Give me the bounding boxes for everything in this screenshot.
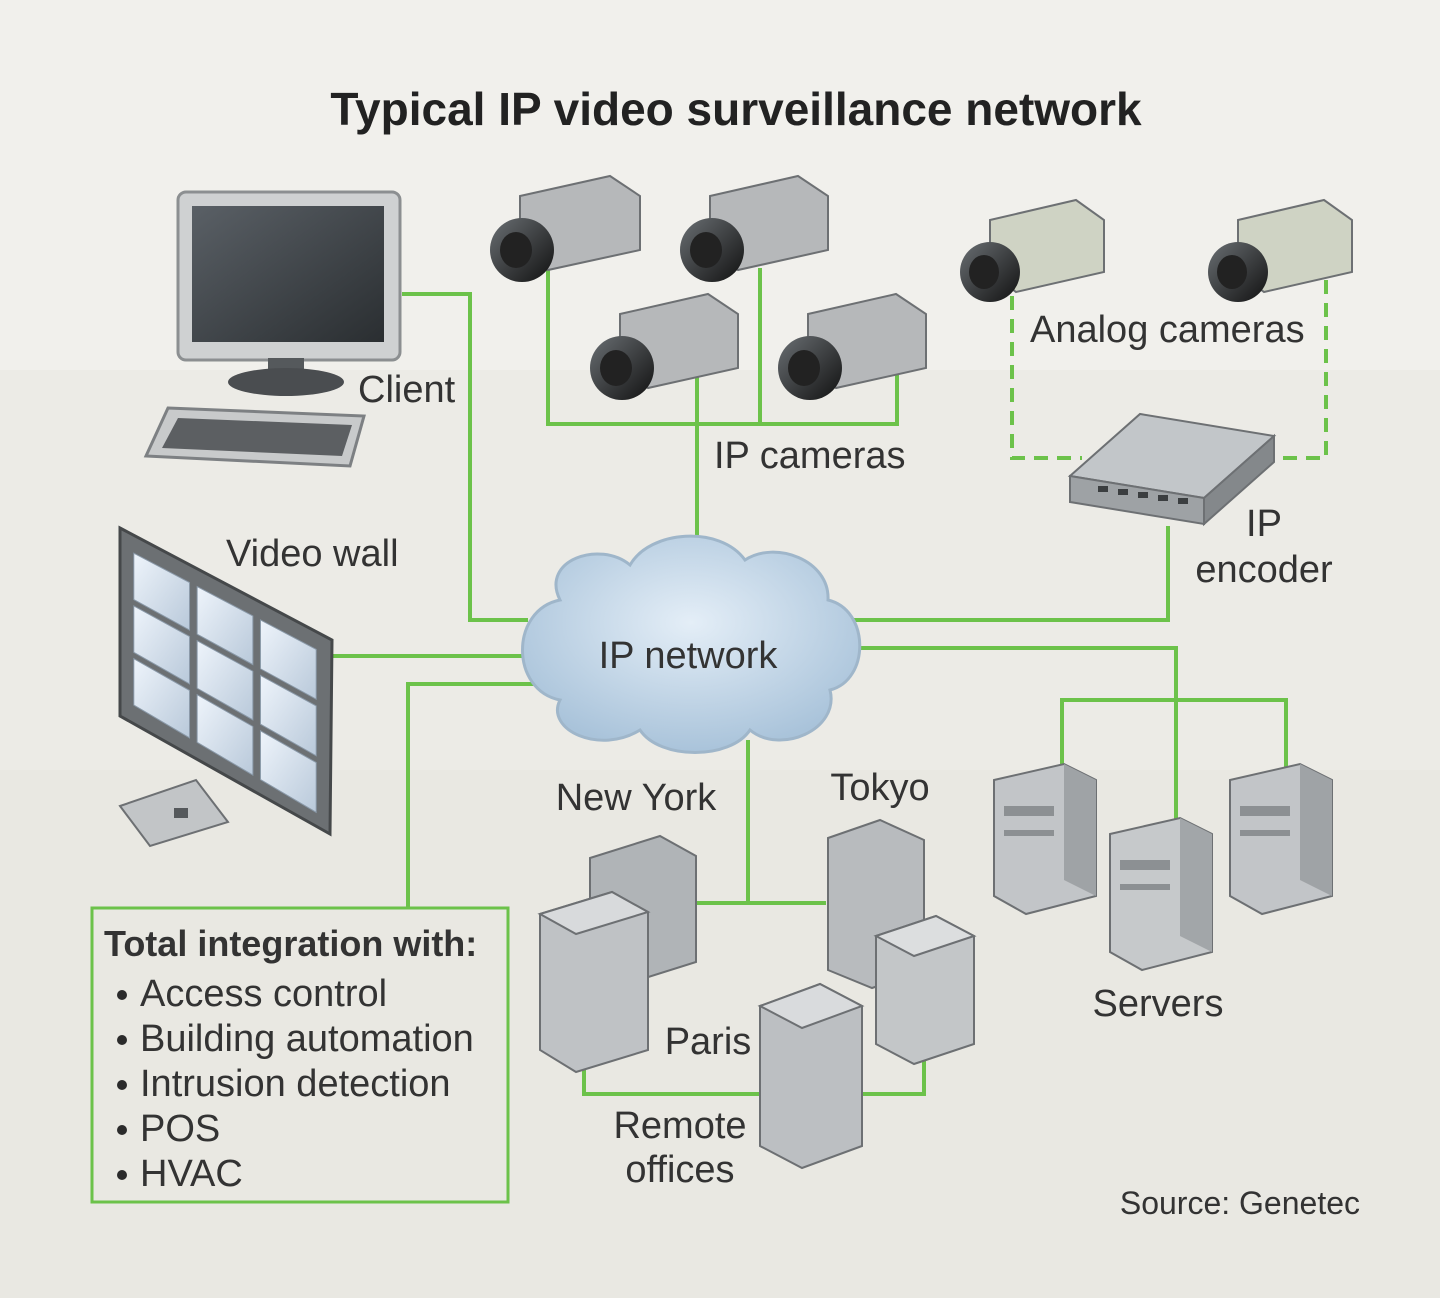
server-1: [993, 762, 1097, 916]
source-credit: Source: Genetec: [1120, 1185, 1360, 1221]
video-wall-pane: [133, 657, 191, 739]
servers-label: Servers: [1093, 983, 1224, 1025]
link-analog-left: [1010, 296, 1082, 460]
analog-camera-1: [960, 198, 1105, 302]
link-paris-tokyo: [860, 1048, 926, 1096]
integration-item: Access control: [140, 973, 387, 1015]
integration-item: Building automation: [140, 1018, 474, 1060]
link-encoder: [850, 526, 1170, 622]
integration-bullet: [117, 1080, 127, 1090]
video-wall-pane: [259, 674, 317, 757]
ip-camera-3: [590, 292, 739, 400]
ip-camera-4: [778, 292, 927, 400]
ip-camera-1: [490, 174, 641, 282]
integration-item: HVAC: [140, 1153, 243, 1195]
ip-encoder-label-line1: IP: [1246, 503, 1282, 545]
analog-cameras-label: Analog cameras: [1030, 309, 1305, 351]
ip-network-cloud: [521, 534, 862, 754]
integration-bullet: [117, 990, 127, 1000]
video-wall-panes: [133, 552, 317, 814]
diagram-title: Typical IP video surveillance network: [330, 83, 1142, 135]
integration-item: Intrusion detection: [140, 1063, 451, 1105]
integration-bullet: [117, 1125, 127, 1135]
video-wall-pane: [133, 552, 191, 631]
building-paris: [757, 982, 865, 1170]
ip-encoder: [1067, 412, 1277, 527]
tokyo-label: Tokyo: [830, 767, 929, 809]
link-integration: [406, 682, 534, 908]
server-3: [1229, 762, 1333, 916]
paris-label: Paris: [665, 1021, 752, 1063]
link-ip-cameras-bus: [546, 268, 899, 426]
link-client: [402, 292, 528, 622]
video-wall-pane: [196, 639, 254, 721]
link-servers-bus: [1060, 698, 1288, 770]
ip-cameras-label: IP cameras: [714, 435, 905, 477]
link-newyork-paris: [582, 1070, 766, 1096]
ip-encoder-label-line2: encoder: [1195, 549, 1333, 591]
video-wall-pane: [259, 619, 317, 701]
integration-heading: Total integration with:: [104, 923, 477, 964]
ip-network-label: IP network: [599, 635, 779, 677]
server-2: [1109, 816, 1213, 972]
video-wall: [118, 525, 334, 848]
client-label: Client: [358, 369, 456, 411]
analog-camera-2: [1208, 198, 1353, 302]
integration-bullet: [117, 1035, 127, 1045]
video-wall-pane: [259, 729, 317, 814]
ip-camera-2: [680, 174, 829, 282]
integration-bullet: [117, 1170, 127, 1180]
new-york-label: New York: [556, 777, 718, 819]
video-wall-pane: [133, 605, 191, 685]
video-wall-pane: [196, 693, 254, 776]
analog-links: [1010, 280, 1328, 460]
integration-item: POS: [140, 1108, 220, 1150]
video-wall-pane: [196, 585, 254, 666]
connection-lines: [330, 268, 1288, 1096]
remote-offices-label-line1: Remote: [613, 1105, 746, 1147]
link-servers-main: [858, 646, 1178, 820]
building-new-york: [537, 834, 697, 1074]
integration-box: [90, 906, 510, 1204]
building-tokyo: [827, 818, 977, 1066]
remote-offices-label-line2: offices: [625, 1149, 734, 1191]
link-analog-right: [1274, 280, 1328, 460]
client-computer: [143, 190, 402, 468]
video-wall-label: Video wall: [226, 533, 399, 575]
